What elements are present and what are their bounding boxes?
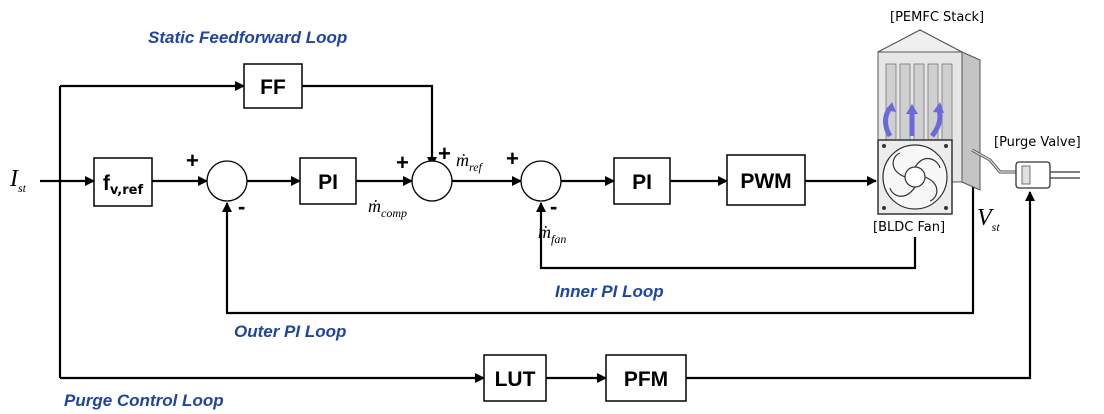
pi-outer-label: PI	[318, 171, 338, 194]
vst-label: Vst	[977, 205, 1000, 234]
ff-block	[243, 63, 303, 109]
mdot-fan-label: ṁfan	[538, 222, 566, 246]
bldc-fan-icon	[877, 139, 953, 215]
purge-valve-tag: [Purge Valve]	[994, 135, 1081, 150]
sum2-plus-left-sign: +	[396, 150, 409, 175]
wire-inner-feedback	[536, 202, 917, 270]
pi-outer-block	[299, 157, 357, 205]
pwm-block	[726, 154, 806, 206]
purge-loop-label: Purge Control Loop	[64, 391, 224, 410]
fvref-block-label: fv,ref	[103, 172, 144, 198]
sum-junction-inner	[520, 160, 562, 202]
sum-junction-ff	[411, 160, 453, 202]
sum3-minus-sign: -	[550, 194, 557, 219]
sum1-plus-sign: +	[186, 148, 199, 173]
outer-loop-label: Outer PI Loop	[234, 322, 346, 341]
wire-ff-out	[302, 84, 437, 167]
lut-label: LUT	[495, 368, 536, 391]
mdot-comp-label: ṁcomp	[368, 196, 407, 220]
ist-label: Ist	[9, 166, 27, 195]
wire-outer-feedback	[222, 165, 975, 315]
pfm-label: PFM	[624, 368, 668, 391]
ff-block-label: FF	[260, 76, 286, 99]
sum-junction-outer	[206, 160, 248, 202]
wire-pfm-to-valve	[686, 191, 1035, 380]
pi-inner-label: PI	[632, 171, 652, 194]
inner-loop-label: Inner PI Loop	[555, 282, 664, 301]
purge-valve-icon	[971, 148, 1080, 189]
bldc-fan-tag: [BLDC Fan]	[873, 220, 945, 235]
fvref-block	[93, 157, 153, 207]
pemfc-stack-tag: [PEMFC Stack]	[890, 10, 984, 25]
sum1-minus-sign: -	[238, 194, 245, 219]
mdot-ref-label: ṁref	[456, 150, 484, 174]
sum2-plus-top-sign: +	[438, 141, 451, 166]
pi-inner-block	[613, 157, 671, 205]
feedforward-loop-label: Static Feedforward Loop	[148, 28, 347, 47]
pwm-label: PWM	[740, 170, 791, 193]
pfm-block	[605, 354, 687, 402]
sum3-plus-sign: +	[506, 146, 519, 171]
lut-block	[483, 354, 547, 402]
